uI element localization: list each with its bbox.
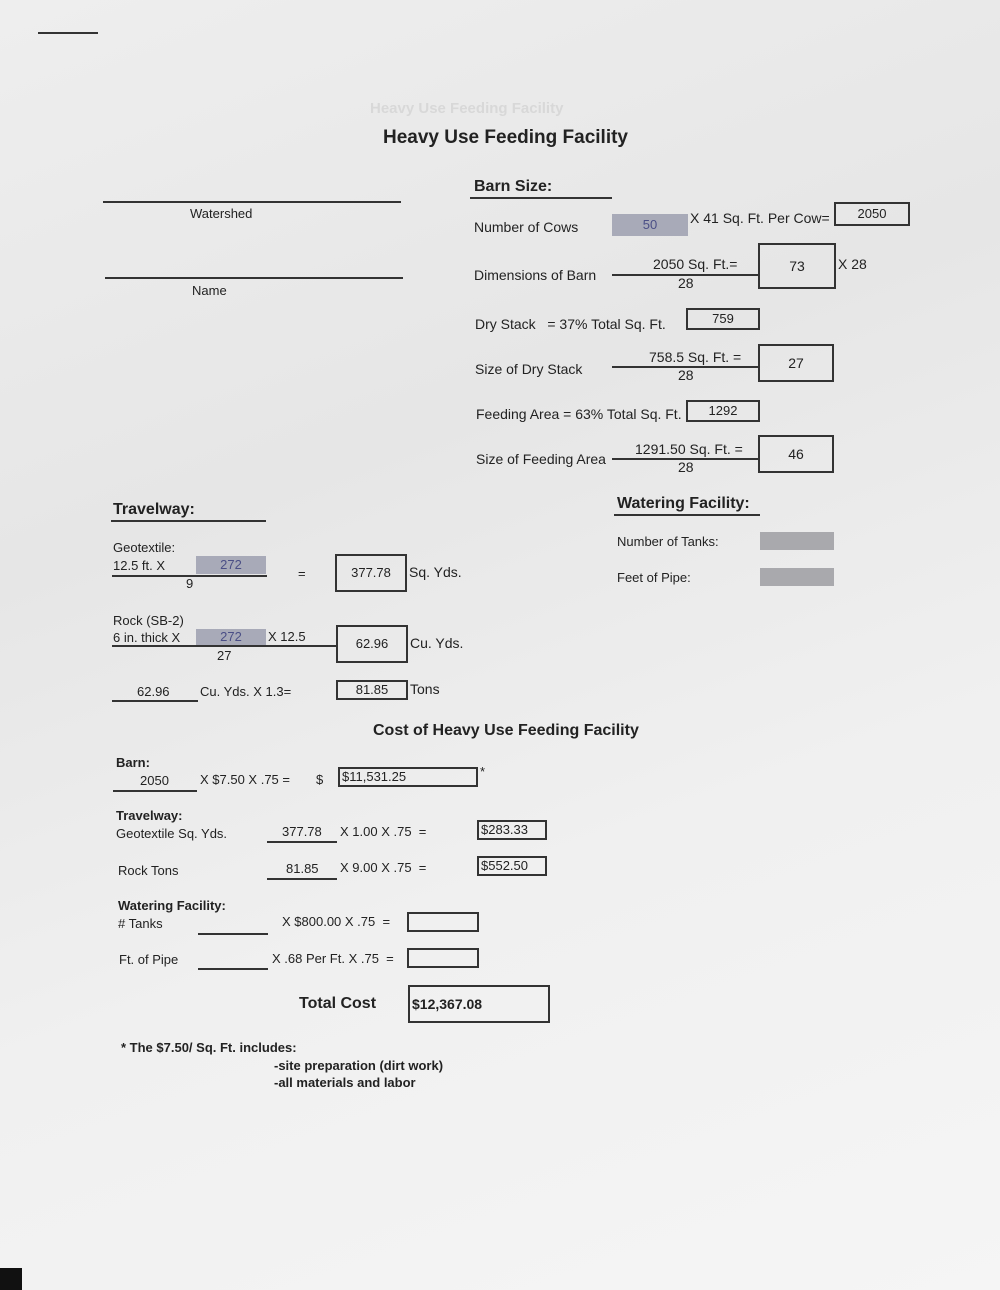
cost-pipe-line bbox=[198, 968, 268, 970]
cost-geotextile-qty: 377.78 bbox=[282, 824, 322, 839]
cost-dollar-sign: $ bbox=[316, 772, 324, 787]
rock-result-box: 62.96 bbox=[336, 625, 408, 663]
rock-thickness: 6 in. thick X bbox=[113, 630, 181, 645]
geotextile-unit: Sq. Yds. bbox=[409, 564, 462, 580]
feeding-numerator: 1291.50 Sq. Ft. = bbox=[635, 441, 743, 457]
cost-travelway-label: Travelway: bbox=[116, 808, 183, 823]
note-line-3: -all materials and labor bbox=[274, 1075, 416, 1090]
dims-times: X 28 bbox=[838, 256, 867, 272]
geotextile-fraction-line bbox=[112, 575, 267, 577]
cost-rock-multiplier: X 9.00 X .75 = bbox=[340, 860, 427, 875]
cost-heading: Cost of Heavy Use Feeding Facility bbox=[373, 722, 639, 739]
rock-multiplier: X 12.5 bbox=[268, 629, 306, 644]
tons-result-box: 81.85 bbox=[336, 680, 408, 700]
feeding-label: Feeding Area = 63% Total Sq. Ft. bbox=[476, 406, 682, 422]
cost-barn-line bbox=[113, 790, 197, 792]
geotextile-label: Geotextile: bbox=[113, 540, 176, 555]
pipe-label: Feet of Pipe: bbox=[617, 570, 691, 585]
corner-mark bbox=[38, 32, 98, 34]
cost-geotextile-total-box: $283.33 bbox=[477, 820, 547, 840]
pipe-field bbox=[760, 568, 834, 586]
cows-value: 50 bbox=[612, 214, 688, 236]
cost-rock-qty: 81.85 bbox=[286, 861, 319, 876]
tons-input: 62.96 bbox=[137, 684, 170, 699]
watershed-label: Watershed bbox=[190, 206, 253, 221]
cost-watering-label: Watering Facility: bbox=[118, 898, 226, 913]
feeding-result-box: 46 bbox=[758, 435, 834, 473]
cost-tanks-multiplier: X $800.00 X .75 = bbox=[282, 914, 391, 929]
barn-size-heading: Barn Size: bbox=[474, 178, 553, 195]
total-cost-box: $12,367.08 bbox=[408, 985, 550, 1023]
tons-multiplier: Cu. Yds. X 1.3= bbox=[200, 684, 292, 699]
travelway-heading: Travelway: bbox=[113, 501, 195, 518]
tons-unit: Tons bbox=[410, 681, 440, 697]
cost-tanks-label: # Tanks bbox=[118, 916, 163, 931]
travelway-underline bbox=[111, 520, 266, 522]
rock-fraction-line bbox=[112, 645, 336, 647]
geotextile-denominator: 9 bbox=[186, 576, 194, 591]
cost-tanks-line bbox=[198, 933, 268, 935]
drystack-fraction-line bbox=[612, 366, 758, 368]
page-edge bbox=[0, 1268, 22, 1290]
cost-pipe-multiplier: X .68 Per Ft. X .75 = bbox=[272, 951, 394, 966]
cost-rock-total-box: $552.50 bbox=[477, 856, 547, 876]
total-sqft-box: 2050 bbox=[834, 202, 910, 226]
dims-fraction-line bbox=[612, 274, 758, 276]
tanks-label: Number of Tanks: bbox=[617, 534, 719, 549]
geotextile-equals: = bbox=[298, 566, 306, 581]
dims-label: Dimensions of Barn bbox=[474, 267, 597, 283]
geotextile-width: 12.5 ft. X bbox=[113, 558, 166, 573]
feeding-size-label: Size of Feeding Area bbox=[476, 451, 606, 467]
cost-tanks-total-box bbox=[407, 912, 479, 932]
cost-asterisk: * bbox=[480, 764, 486, 779]
drystack-denominator: 28 bbox=[678, 367, 694, 383]
tons-input-line bbox=[112, 700, 198, 702]
cost-rock-label: Rock Tons bbox=[118, 863, 179, 878]
barn-heading-underline bbox=[470, 197, 612, 199]
geotextile-result-box: 377.78 bbox=[335, 554, 407, 592]
tanks-field bbox=[760, 532, 834, 550]
drystack-value-box: 759 bbox=[686, 308, 760, 330]
drystack-numerator: 758.5 Sq. Ft. = bbox=[649, 349, 742, 365]
feeding-denominator: 28 bbox=[678, 459, 694, 475]
watering-heading: Watering Facility: bbox=[617, 495, 750, 512]
cost-geotextile-label: Geotextile Sq. Yds. bbox=[116, 826, 228, 841]
dims-denominator: 28 bbox=[678, 275, 694, 291]
cows-label: Number of Cows bbox=[474, 219, 579, 235]
dims-result-box: 73 bbox=[758, 243, 836, 289]
drystack-label: Dry Stack = 37% Total Sq. Ft. bbox=[475, 316, 666, 332]
cost-barn-total-box: $11,531.25 bbox=[338, 767, 478, 787]
rock-denominator: 27 bbox=[217, 648, 232, 663]
feeding-value-box: 1292 bbox=[686, 400, 760, 422]
watering-underline bbox=[614, 514, 760, 516]
rock-label: Rock (SB-2) bbox=[113, 613, 184, 628]
name-label: Name bbox=[192, 283, 227, 298]
name-line bbox=[105, 277, 403, 279]
cost-barn-sqft: 2050 bbox=[140, 773, 169, 788]
cost-rock-line bbox=[267, 878, 337, 880]
note-line-2: -site preparation (dirt work) bbox=[274, 1058, 444, 1073]
drystack-result-box: 27 bbox=[758, 344, 834, 382]
rock-unit: Cu. Yds. bbox=[410, 635, 464, 651]
cows-multiplier: X 41 Sq. Ft. Per Cow= bbox=[690, 210, 830, 226]
dims-numerator: 2050 Sq. Ft.= bbox=[653, 256, 738, 272]
cost-barn-multiplier: X $7.50 X .75 = bbox=[200, 772, 290, 787]
cost-pipe-label: Ft. of Pipe bbox=[119, 952, 179, 967]
cost-geotextile-multiplier: X 1.00 X .75 = bbox=[340, 824, 427, 839]
bleed-through-heading: Heavy Use Feeding Facility bbox=[370, 100, 564, 117]
page-title: Heavy Use Feeding Facility bbox=[383, 127, 628, 148]
geotextile-length: 272 bbox=[196, 556, 266, 574]
total-cost-label: Total Cost bbox=[299, 995, 377, 1012]
watershed-line bbox=[103, 201, 401, 203]
cost-barn-label: Barn: bbox=[116, 755, 150, 770]
rock-length: 272 bbox=[196, 629, 266, 645]
cost-pipe-total-box bbox=[407, 948, 479, 968]
feeding-fraction-line bbox=[612, 458, 758, 460]
drystack-size-label: Size of Dry Stack bbox=[475, 361, 583, 377]
cost-geotextile-line bbox=[267, 841, 337, 843]
note-line-1: * The $7.50/ Sq. Ft. includes: bbox=[121, 1040, 297, 1055]
